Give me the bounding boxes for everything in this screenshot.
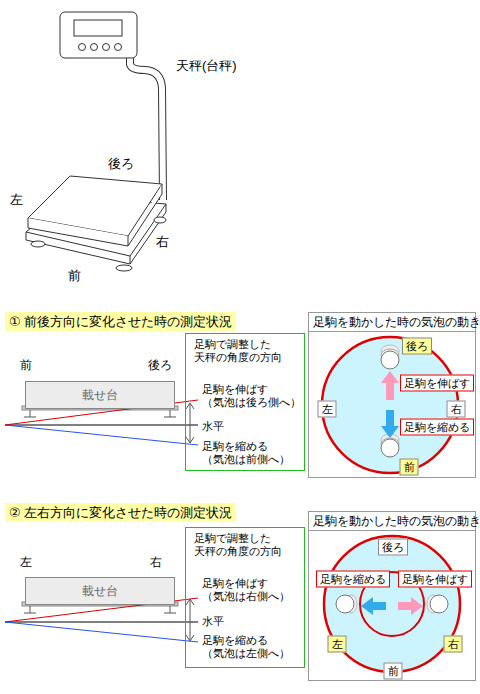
- direction-tag: 前: [400, 459, 419, 476]
- direction-tag: 後ろ: [378, 539, 408, 556]
- foot: [154, 217, 166, 223]
- button: [79, 44, 86, 51]
- direction-tag: 後ろ: [402, 338, 432, 355]
- lowered-line: [5, 425, 198, 445]
- display-unit: [60, 12, 137, 58]
- node-text: 足駒を縮める: [404, 421, 470, 434]
- node-text: ② 左右方向に変化させた時の測定状況: [9, 504, 232, 521]
- legend-text: 足駒を伸ばす （気泡は右側へ）: [202, 577, 302, 603]
- vial-circle: [324, 536, 460, 672]
- adjust-arrow: [186, 403, 194, 443]
- action-tag: 足駒を伸ばす: [398, 571, 472, 588]
- legend-text: 足駒を縮める （気泡は前側へ）: [202, 440, 302, 466]
- legend-text: 足駒を伸ばす （気泡は後ろ側へ）: [202, 383, 302, 409]
- level-vial-2: [324, 536, 460, 672]
- direction-label: 前: [20, 358, 32, 373]
- level-vial-1: [322, 337, 458, 473]
- shorten-arrow: [361, 597, 386, 615]
- legend-box: 足駒で調整した 天秤の角度の方向足駒を伸ばす （気泡は右側へ） 水平足駒を縮める …: [185, 527, 305, 668]
- node-text: 後ろ: [382, 541, 404, 554]
- lowered-line: [5, 622, 198, 642]
- node-text: 載せ台: [26, 382, 174, 408]
- feet: [24, 410, 176, 417]
- action-tag: 足駒を縮める: [400, 419, 474, 436]
- bubble: [336, 595, 354, 613]
- node-text: ① 前後方向に変化させた時の測定状況: [9, 313, 232, 330]
- legend-heading: 足駒で調整した 天秤の角度の方向: [194, 532, 294, 558]
- node-text: 足駒を伸ばす: [402, 573, 468, 586]
- bubble: [381, 439, 399, 457]
- button: [103, 44, 110, 51]
- foot: [31, 241, 45, 247]
- legend-box: 足駒で調整した 天秤の角度の方向足駒を伸ばす （気泡は後ろ側へ） 水平足駒を縮める…: [185, 333, 305, 471]
- node-text: 前: [404, 461, 415, 474]
- legend-heading: 足駒で調整した 天秤の角度の方向: [194, 338, 294, 364]
- scale-drawing: [26, 12, 166, 271]
- bubble: [430, 595, 448, 613]
- direction-label: 左: [20, 555, 32, 570]
- direction-label: 右: [150, 555, 162, 570]
- direction-tag: 左: [328, 636, 347, 653]
- node-text: 右: [448, 638, 459, 651]
- direction-label: 前: [68, 268, 81, 283]
- direction-tag: 左: [318, 401, 337, 418]
- panel-title: 足駒を動かした時の気泡の動き: [309, 313, 475, 332]
- legend-text: 水平: [202, 615, 302, 628]
- horizontal-line: [5, 622, 198, 623]
- direction-label: 右: [156, 234, 169, 249]
- node-text: 後ろ: [406, 340, 428, 353]
- section-heading: ② 左右方向に変化させた時の測定状況: [5, 503, 236, 522]
- node-text: 右: [451, 403, 462, 416]
- bubble-panel: 足駒を動かした時の気泡の動き後ろ足駒を縮める 足駒を伸ばす左 右前: [308, 511, 476, 681]
- scale-pole-inner: [130, 58, 163, 200]
- extend-arrow: [398, 597, 423, 615]
- horizontal-line: [5, 425, 198, 426]
- display-screen: [74, 20, 122, 36]
- platform-box: 載せ台: [25, 577, 175, 605]
- legend-text: 足駒を縮める （気泡は左側へ）: [202, 634, 302, 660]
- node-text: 左: [322, 403, 333, 416]
- direction-tag: 右: [444, 636, 463, 653]
- shorten-arrow: [381, 410, 399, 438]
- section-heading: ① 前後方向に変化させた時の測定状況: [5, 312, 236, 331]
- node-text: 足駒を縮める: [320, 573, 386, 586]
- feet: [24, 606, 176, 613]
- extend-arrow: [381, 371, 399, 400]
- scale-platform-side: [28, 184, 162, 246]
- foot: [116, 265, 132, 271]
- vial-circle: [322, 337, 458, 473]
- direction-label: 後ろ: [148, 358, 172, 373]
- panel-title: 足駒を動かした時の気泡の動き: [309, 512, 475, 531]
- bubble: [381, 351, 399, 369]
- node-text: 足駒を伸ばす: [404, 377, 470, 390]
- platform-box: 載せ台: [25, 381, 175, 409]
- node-text: 前: [388, 665, 399, 678]
- direction-label: 後ろ: [108, 156, 134, 171]
- part-name: 天秤(台秤): [176, 58, 237, 73]
- direction-tag: 前: [384, 663, 403, 680]
- node-text: 左: [332, 638, 343, 651]
- action-tag: 足駒を縮める: [316, 571, 390, 588]
- action-tag: 足駒を伸ばす: [400, 375, 474, 392]
- direction-tag: 右: [447, 401, 466, 418]
- button: [91, 44, 98, 51]
- legend-text: 水平: [202, 420, 302, 433]
- direction-label: 左: [10, 192, 23, 207]
- scale-pole: [130, 58, 163, 200]
- bubble-panel: 足駒を動かした時の気泡の動き後ろ左 右 足駒を伸ばす足駒を縮める前: [308, 312, 476, 478]
- node-text: 載せ台: [26, 578, 174, 604]
- adjust-arrow: [186, 599, 194, 641]
- button: [115, 44, 122, 51]
